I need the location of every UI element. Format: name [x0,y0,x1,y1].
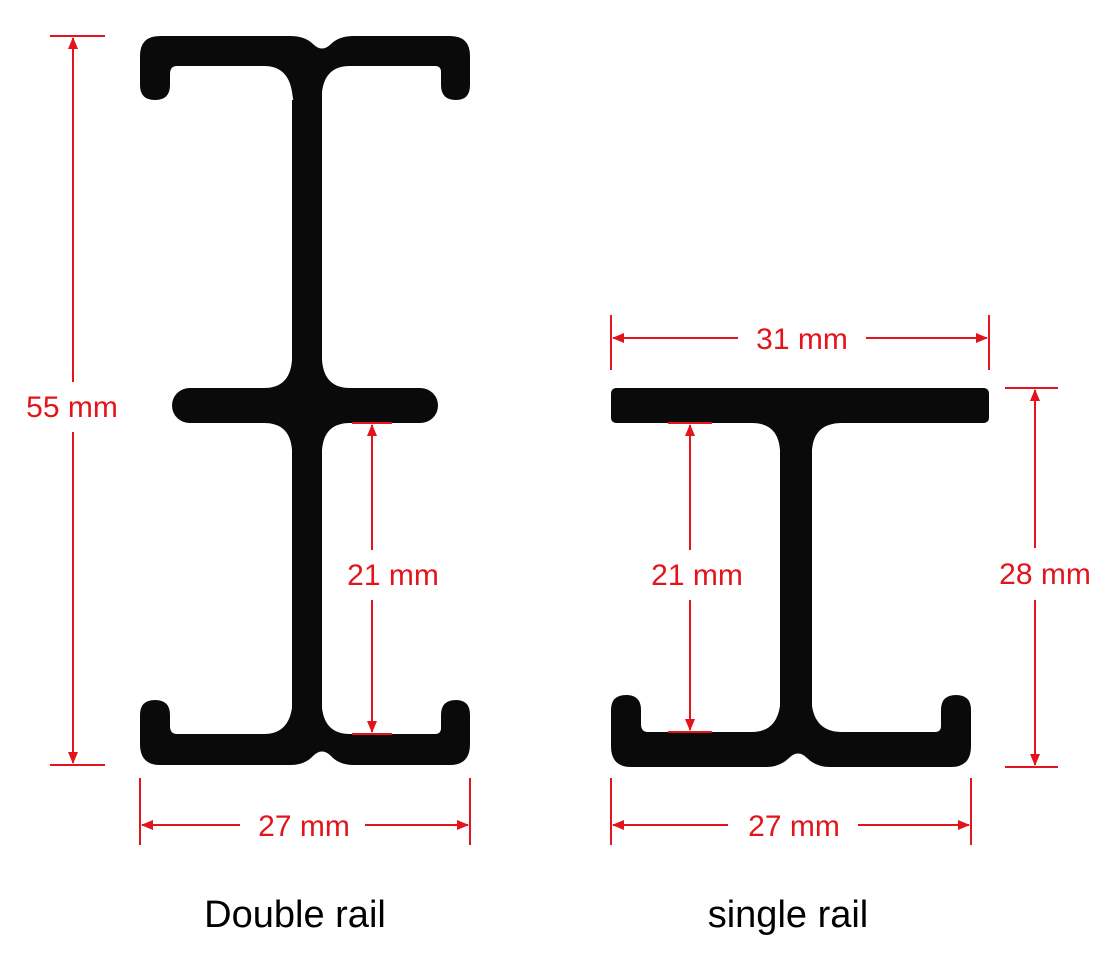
double-rail-middle-flange [172,388,438,423]
double-rail-caption: Double rail [204,894,386,936]
single-rail-top-flange [611,388,989,423]
double-rail-top-flange [140,36,470,105]
double-rail-profile [140,36,470,765]
double-rail-lower-web [264,423,350,700]
double-rail-dimensions: 55 mm 21 mm 27 mm [26,35,471,845]
single-rail-gap-label: 21 mm [651,559,743,592]
double-rail-width-label: 27 mm [258,810,350,843]
single-rail-web [752,423,842,705]
double-rail-height-label: 55 mm [26,391,118,424]
double-rail-bottom-flange [140,700,470,765]
single-rail-bottom-flange [611,695,971,767]
single-rail-top-width-label: 31 mm [756,323,848,356]
double-rail-upper-web [264,100,350,388]
single-rail-height-label: 28 mm [999,558,1091,591]
single-rail-width-label: 27 mm [748,810,840,843]
double-rail-gap-label: 21 mm [347,559,439,592]
single-rail-profile [611,388,989,767]
single-rail-caption: single rail [708,894,869,936]
single-rail-dimensions: 31 mm 21 mm 28 mm 27 mm [610,315,1091,845]
